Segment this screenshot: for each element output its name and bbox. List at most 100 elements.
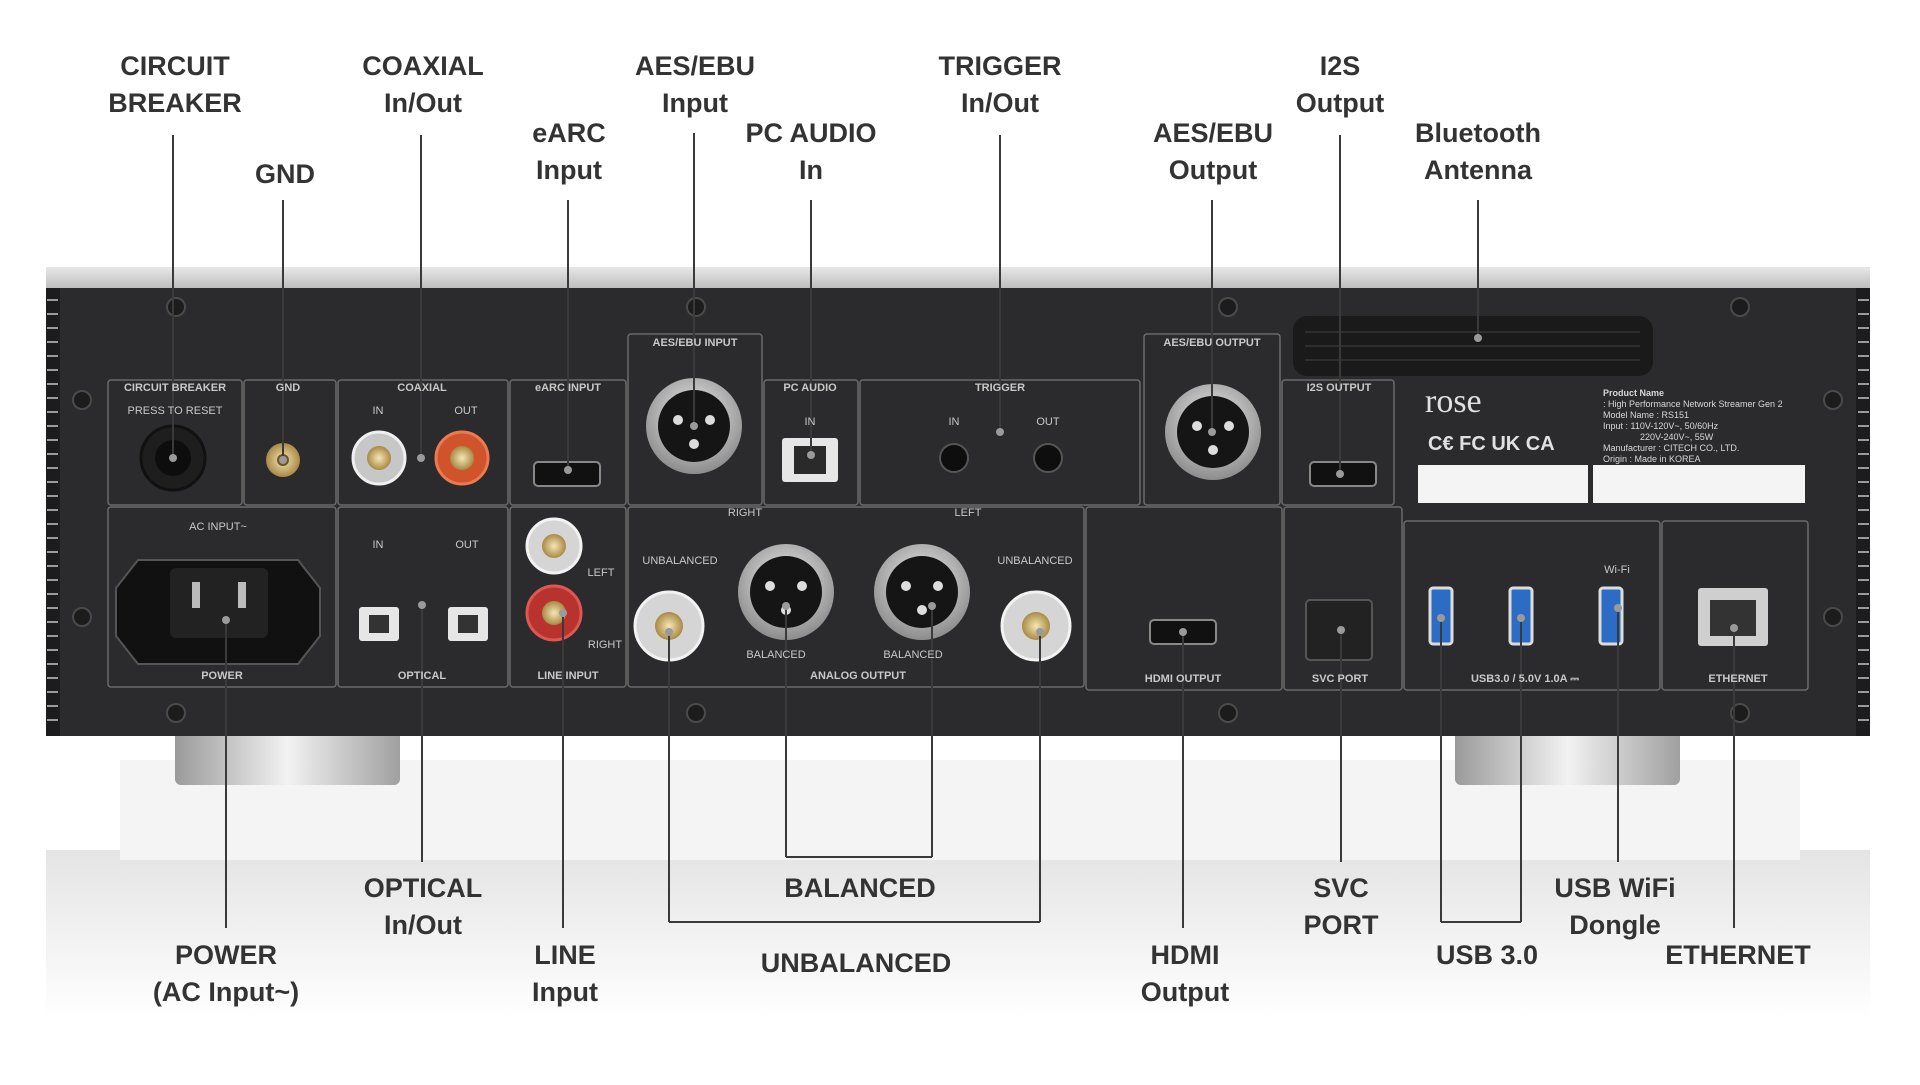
callout-trigger: TRIGGER In/Out bbox=[938, 48, 1061, 122]
panel-label-trig-out: OUT bbox=[1036, 416, 1060, 428]
callout-aes-output-line1: AES/EBU bbox=[1152, 118, 1274, 148]
coaxial-in-jack[interactable] bbox=[351, 430, 407, 486]
line-right-jack[interactable] bbox=[525, 584, 583, 642]
callout-circuit-breaker-line1: CIRCUIT bbox=[120, 51, 230, 81]
ac-power-inlet[interactable] bbox=[115, 559, 321, 665]
panel-label-unbalanced-right: UNBALANCED bbox=[642, 555, 717, 567]
panel-label-usb: USB3.0 / 5.0V 1.0A ⎓ bbox=[1471, 673, 1579, 685]
panel-label-wifi: Wi-Fi bbox=[1604, 564, 1630, 576]
panel-label-aes-output: AES/EBU OUTPUT bbox=[1163, 337, 1260, 349]
panel-label-left-group: LEFT bbox=[955, 507, 982, 519]
chassis-top-edge bbox=[46, 267, 1870, 291]
callout-circuit-breaker-line2: BREAKER bbox=[108, 88, 242, 118]
callout-coaxial-line1: COAXIAL bbox=[362, 51, 484, 81]
panel-label-ethernet: ETHERNET bbox=[1708, 673, 1768, 685]
callout-unbalanced: UNBALANCED bbox=[761, 945, 952, 982]
callout-wifi-line1: USB WiFi bbox=[1554, 873, 1676, 903]
panel-label-balanced-1: BALANCED bbox=[746, 649, 805, 661]
panel-label-analog-output: ANALOG OUTPUT bbox=[810, 670, 906, 682]
panel-label-svc-port: SVC PORT bbox=[1312, 673, 1369, 685]
callout-unbalanced-line1: UNBALANCED bbox=[760, 948, 952, 978]
callout-gnd-line1: GND bbox=[255, 159, 315, 189]
trigger-in-jack[interactable] bbox=[939, 443, 969, 473]
panel-label-pc-in: IN bbox=[805, 416, 816, 428]
label-plate-logo bbox=[1418, 465, 1805, 503]
coaxial-out-jack[interactable] bbox=[434, 430, 490, 486]
panel-label-coax-in: IN bbox=[373, 405, 384, 417]
callout-usb3: USB 3.0 bbox=[1436, 937, 1538, 974]
callout-aes-output-line2: Output bbox=[1168, 155, 1258, 185]
optical-in-port[interactable] bbox=[359, 607, 399, 641]
fins-ticks bbox=[47, 299, 1869, 721]
callout-bluetooth-line2: Antenna bbox=[1423, 155, 1532, 185]
panel-label-trig-in: IN bbox=[949, 416, 960, 428]
unbalanced-left-jack[interactable] bbox=[1000, 590, 1072, 662]
callout-aes-output: AES/EBU Output bbox=[1153, 115, 1273, 189]
callout-ethernet-line1: ETHERNET bbox=[1665, 940, 1811, 970]
side-fins bbox=[46, 288, 1870, 736]
panel-label-power: POWER bbox=[201, 670, 243, 682]
optical-out-port[interactable] bbox=[448, 607, 488, 641]
callout-power-line1: POWER bbox=[174, 940, 278, 970]
callout-svc-line2: PORT bbox=[1303, 910, 1379, 940]
callout-hdmi-line2: Output bbox=[1140, 977, 1230, 1007]
panel-label-earc-input: eARC INPUT bbox=[535, 382, 601, 394]
callout-pc-audio-line2: In bbox=[798, 155, 823, 185]
panel-label-coax-out: OUT bbox=[454, 405, 478, 417]
panel-label-ac-input: AC INPUT~ bbox=[189, 521, 247, 533]
callout-line-line1: LINE bbox=[534, 940, 596, 970]
panel-label-gnd: GND bbox=[276, 382, 301, 394]
panel-label-press-to-reset: PRESS TO RESET bbox=[128, 405, 223, 417]
callout-balanced: BALANCED bbox=[784, 870, 936, 907]
panel-label-coaxial: COAXIAL bbox=[397, 382, 447, 394]
chassis-screws bbox=[72, 297, 1843, 723]
brand-logo: rose bbox=[1425, 383, 1482, 420]
callout-coaxial: COAXIAL In/Out bbox=[362, 48, 484, 122]
callout-wifi-line2: Dongle bbox=[1569, 910, 1661, 940]
line-left-jack[interactable] bbox=[525, 517, 583, 575]
callout-svc-line1: SVC bbox=[1313, 873, 1369, 903]
callout-earc-line2: Input bbox=[536, 155, 602, 185]
callout-power-line2: (AC Input~) bbox=[152, 977, 300, 1007]
callout-trigger-line2: In/Out bbox=[961, 88, 1039, 118]
panel-label-trigger: TRIGGER bbox=[975, 382, 1025, 394]
callout-aes-input-line2: Input bbox=[662, 88, 728, 118]
panel-label-aes-input: AES/EBU INPUT bbox=[653, 337, 738, 349]
panel-label-i2s-output: I2S OUTPUT bbox=[1307, 382, 1372, 394]
balanced-right-xlr[interactable] bbox=[738, 544, 834, 640]
usb-wifi-port[interactable] bbox=[1598, 586, 1624, 646]
spec-line-4: 220V-240V~, 55W bbox=[1640, 432, 1714, 442]
spec-line-2: Model Name : RS151 bbox=[1603, 410, 1689, 420]
leader-lines bbox=[169, 133, 1738, 928]
callout-power: POWER (AC Input~) bbox=[153, 937, 299, 1011]
panel-label-circuit-breaker: CIRCUIT BREAKER bbox=[124, 382, 226, 394]
callout-usb3-line1: USB 3.0 bbox=[1435, 940, 1539, 970]
callout-circuit-breaker: CIRCUIT BREAKER bbox=[108, 48, 242, 122]
certification-marks: C€ FC UK CA bbox=[1428, 433, 1555, 455]
panel-label-left: LEFT bbox=[588, 567, 615, 579]
callout-coaxial-line2: In/Out bbox=[384, 88, 462, 118]
callout-earc-line1: eARC bbox=[532, 118, 606, 148]
panel-label-opt-out: OUT bbox=[455, 539, 479, 551]
callout-pc-audio-line1: PC AUDIO bbox=[745, 118, 877, 148]
panel-label-pc-audio: PC AUDIO bbox=[783, 382, 837, 394]
callout-trigger-line1: TRIGGER bbox=[938, 51, 1062, 81]
balanced-left-xlr[interactable] bbox=[874, 544, 970, 640]
panel-label-opt-in: IN bbox=[373, 539, 384, 551]
callout-gnd: GND bbox=[255, 156, 315, 193]
callout-hdmi-line1: HDMI bbox=[1150, 940, 1220, 970]
panel-label-right: RIGHT bbox=[588, 639, 623, 651]
callout-i2s-line1: I2S bbox=[1319, 51, 1361, 81]
callout-ethernet: ETHERNET bbox=[1665, 937, 1811, 974]
callout-pc-audio: PC AUDIO In bbox=[745, 115, 876, 189]
trigger-out-jack[interactable] bbox=[1033, 443, 1063, 473]
spec-title: Product Name bbox=[1603, 388, 1664, 398]
spec-line-3: Input : 110V-120V~, 50/60Hz bbox=[1603, 421, 1719, 431]
callout-hdmi: HDMI Output bbox=[1141, 937, 1229, 1011]
panel-label-optical: OPTICAL bbox=[398, 670, 447, 682]
callout-optical-line1: OPTICAL bbox=[363, 873, 483, 903]
